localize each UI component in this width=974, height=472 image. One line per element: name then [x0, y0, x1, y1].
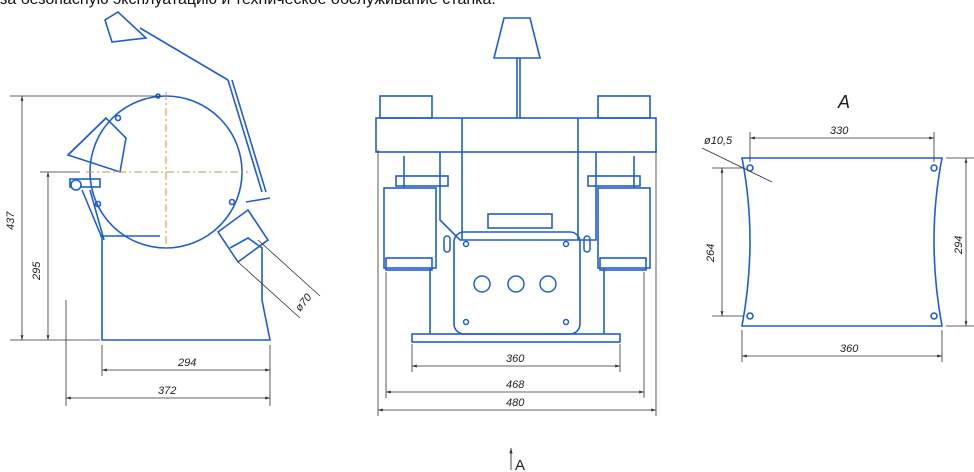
button-3 [539, 275, 557, 293]
section-arrow-label: A [515, 457, 525, 472]
dim-view-a-hole-spacing-x: 330 [830, 125, 849, 137]
side-dimensions [10, 95, 321, 406]
dim-view-a-plate-width: 360 [840, 343, 859, 355]
base-plate [411, 333, 621, 343]
left-motor [383, 187, 437, 269]
dim-front-middle-width: 468 [506, 379, 525, 391]
tool-rest [69, 178, 101, 188]
button-1 [473, 275, 491, 293]
dim-front-total-width: 480 [506, 397, 525, 409]
dim-front-base-width: 360 [506, 353, 525, 365]
top-frame [375, 117, 657, 153]
dim-side-height-total: 437 [5, 211, 17, 230]
dim-view-a-hole-spacing-y: 264 [705, 244, 717, 263]
dim-view-a-hole-diameter: ø10,5 [704, 135, 733, 147]
view-a-label: A [837, 92, 850, 112]
dim-side-total-width: 372 [158, 385, 176, 397]
lamp-shade [492, 17, 542, 59]
caption-text: за безопасную эксплуатацию и техническое… [0, 0, 974, 11]
left-motor-cap [379, 95, 433, 119]
view-a-plate [741, 157, 943, 327]
mount-hole [930, 312, 938, 320]
front-dimensions [377, 150, 657, 416]
dim-view-a-plate-height: 294 [953, 236, 965, 255]
side-view [66, 10, 271, 341]
dim-side-base-width: 294 [177, 357, 196, 369]
right-motor-cap [597, 95, 651, 119]
center-housing [439, 152, 597, 241]
mount-hole [930, 164, 938, 172]
dim-wheel-diameter: ø70 [293, 291, 315, 314]
base-plate-outline [741, 157, 943, 327]
view-a-dimensions [701, 132, 974, 362]
control-panel [453, 231, 581, 335]
control-buttons [443, 235, 591, 326]
right-motor [597, 187, 651, 269]
side-centerlines [86, 92, 248, 252]
button-2 [507, 275, 525, 293]
dust-outlet [216, 208, 270, 264]
machine-body [81, 189, 271, 341]
front-view [375, 17, 657, 343]
dim-side-height-axis: 295 [31, 261, 43, 281]
lamp-arm [104, 10, 267, 193]
mount-hole [746, 312, 754, 320]
